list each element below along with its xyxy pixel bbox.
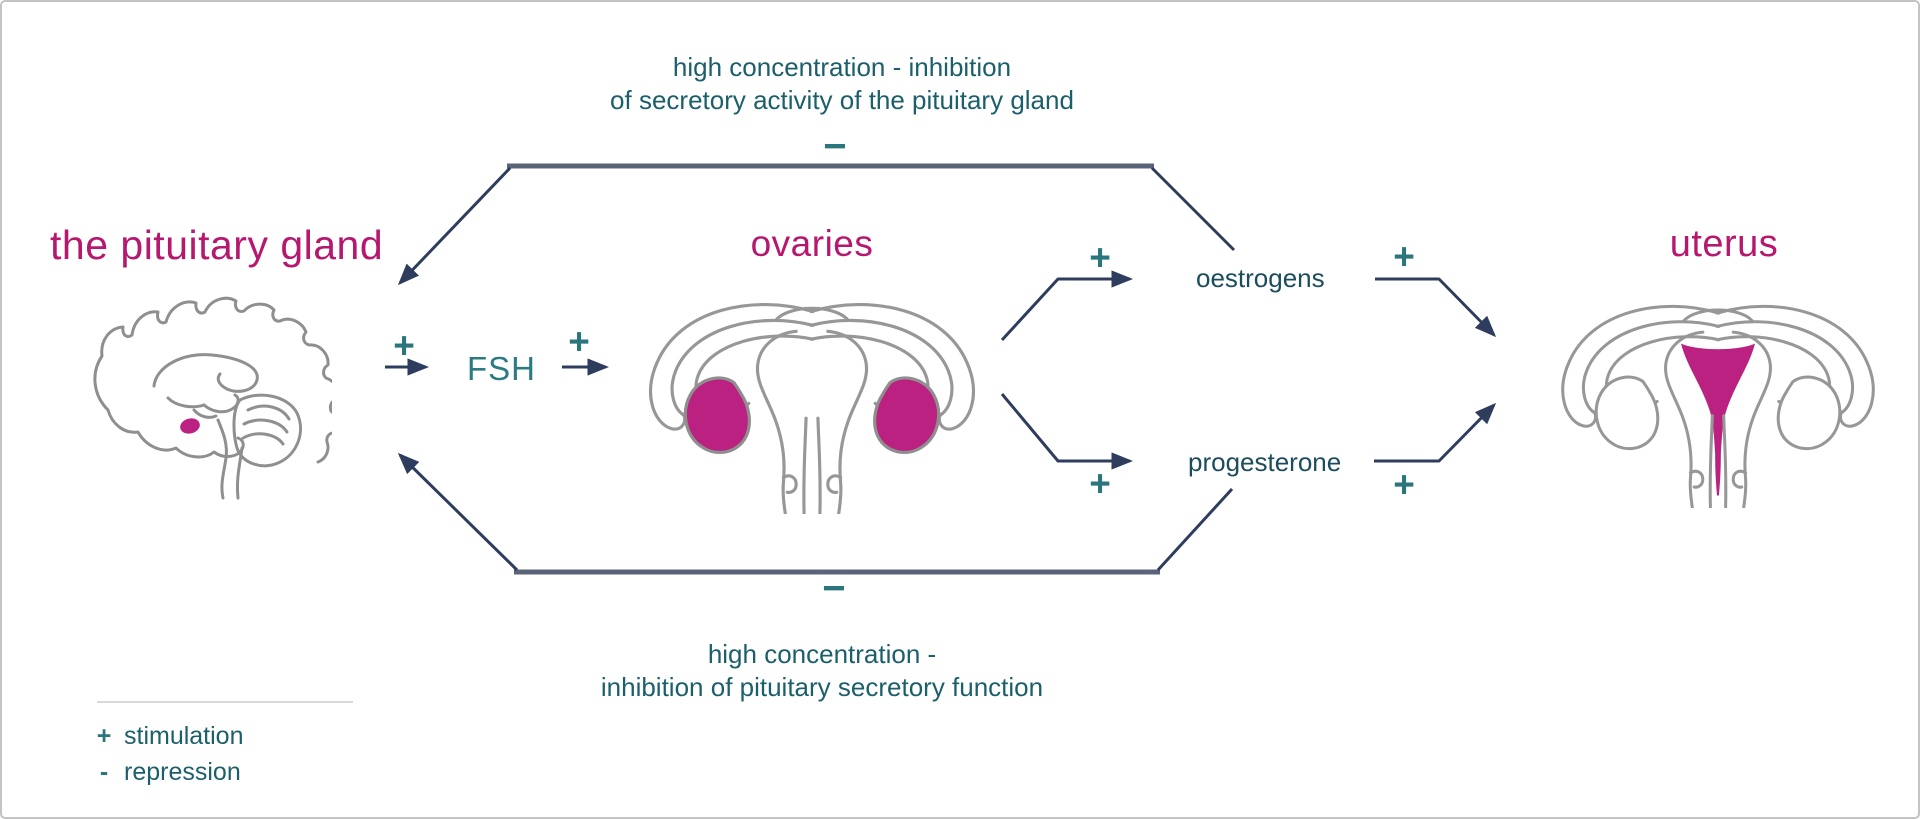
brain-sagittal-illustration: [93, 296, 332, 500]
top-feedback-arrowhead-diagonal: [397, 166, 512, 286]
hypothalamus-line: [192, 408, 218, 419]
inner-fold-line: [166, 396, 206, 409]
top-feedback-right-diagonal: [1150, 166, 1236, 252]
legend-stimulation: + stimulation: [94, 722, 244, 751]
cerebrum-outline: [93, 296, 332, 464]
top-annotation-line2: of secretory activity of the pituitary g…: [610, 85, 1074, 115]
bottom-annotation-line1: high concentration -: [707, 639, 937, 669]
right-adnexa: [809, 302, 975, 514]
left-adnexa: [649, 303, 815, 514]
uterus-illustration: [1561, 304, 1875, 508]
plus-sign-pituitary-fsh: +: [393, 325, 415, 367]
fundus-dome: [1682, 308, 1754, 323]
cerebellum-outline: [232, 393, 302, 468]
progesterone-label: progesterone: [1188, 447, 1342, 477]
uterine-cavity-shape: [1680, 343, 1756, 496]
legend-stimulation-label: stimulation: [124, 722, 244, 750]
plus-sign-oestrogens-uterus: +: [1393, 236, 1415, 278]
bottom-feedback-annotation: high concentration - inhibition of pitui…: [522, 638, 1122, 704]
ovaries-label: ovaries: [750, 223, 874, 264]
arrow-oestrogens-to-uterus: [1375, 277, 1497, 338]
cerebellum-fold-2: [242, 418, 289, 434]
ovary-shape: [683, 376, 751, 454]
uterus-label: uterus: [1669, 223, 1779, 265]
top-feedback-annotation: high concentration - inhibition of secre…: [542, 51, 1142, 117]
cerebellum-fold-1: [246, 404, 291, 421]
minus-sign-top-feedback: −: [823, 124, 847, 169]
legend-repression: - repression: [94, 758, 241, 787]
minus-sign-bottom-feedback: −: [822, 566, 846, 611]
plus-sign-fsh-ovaries: +: [568, 321, 590, 363]
legend-minus-icon: -: [99, 758, 109, 786]
bottom-annotation-line2: inhibition of pituitary secretory functi…: [600, 672, 1044, 702]
ovary-shape: [1594, 375, 1660, 451]
legend-plus-icon: +: [96, 722, 112, 750]
fsh-label: FSH: [467, 350, 536, 387]
right-adnexa: [1715, 304, 1875, 508]
cerebellum-fold-3: [241, 432, 285, 446]
brainstem-right: [236, 446, 244, 500]
pituitary-gland-dot: [180, 418, 200, 434]
bottom-feedback-arrowhead-diagonal: [397, 452, 519, 572]
arrow-ovaries-to-oestrogens: [1000, 270, 1134, 342]
fundus-dome: [774, 306, 850, 321]
legend-repression-label: repression: [124, 758, 241, 786]
fornix-line: [202, 393, 240, 414]
arrow-ovaries-to-progesterone: [1000, 393, 1134, 470]
oestrogens-label: oestrogens: [1196, 263, 1325, 293]
top-annotation-line1: high concentration - inhibition: [672, 52, 1012, 82]
plus-sign-progesterone-uterus: +: [1393, 464, 1415, 506]
pituitary-gland-label: the pituitary gland: [50, 222, 384, 268]
ovaries-illustration: [649, 302, 975, 514]
bottom-feedback-right-diagonal: [1156, 487, 1234, 572]
arrow-progesterone-to-uterus: [1374, 402, 1497, 463]
plus-sign-ovaries-progesterone: +: [1089, 463, 1111, 505]
brainstem-left: [216, 418, 228, 500]
left-adnexa: [1561, 304, 1721, 508]
corpus-callosum: [152, 353, 259, 393]
legend-divider: [97, 701, 353, 703]
plus-sign-ovaries-oestrogens: +: [1089, 237, 1111, 279]
